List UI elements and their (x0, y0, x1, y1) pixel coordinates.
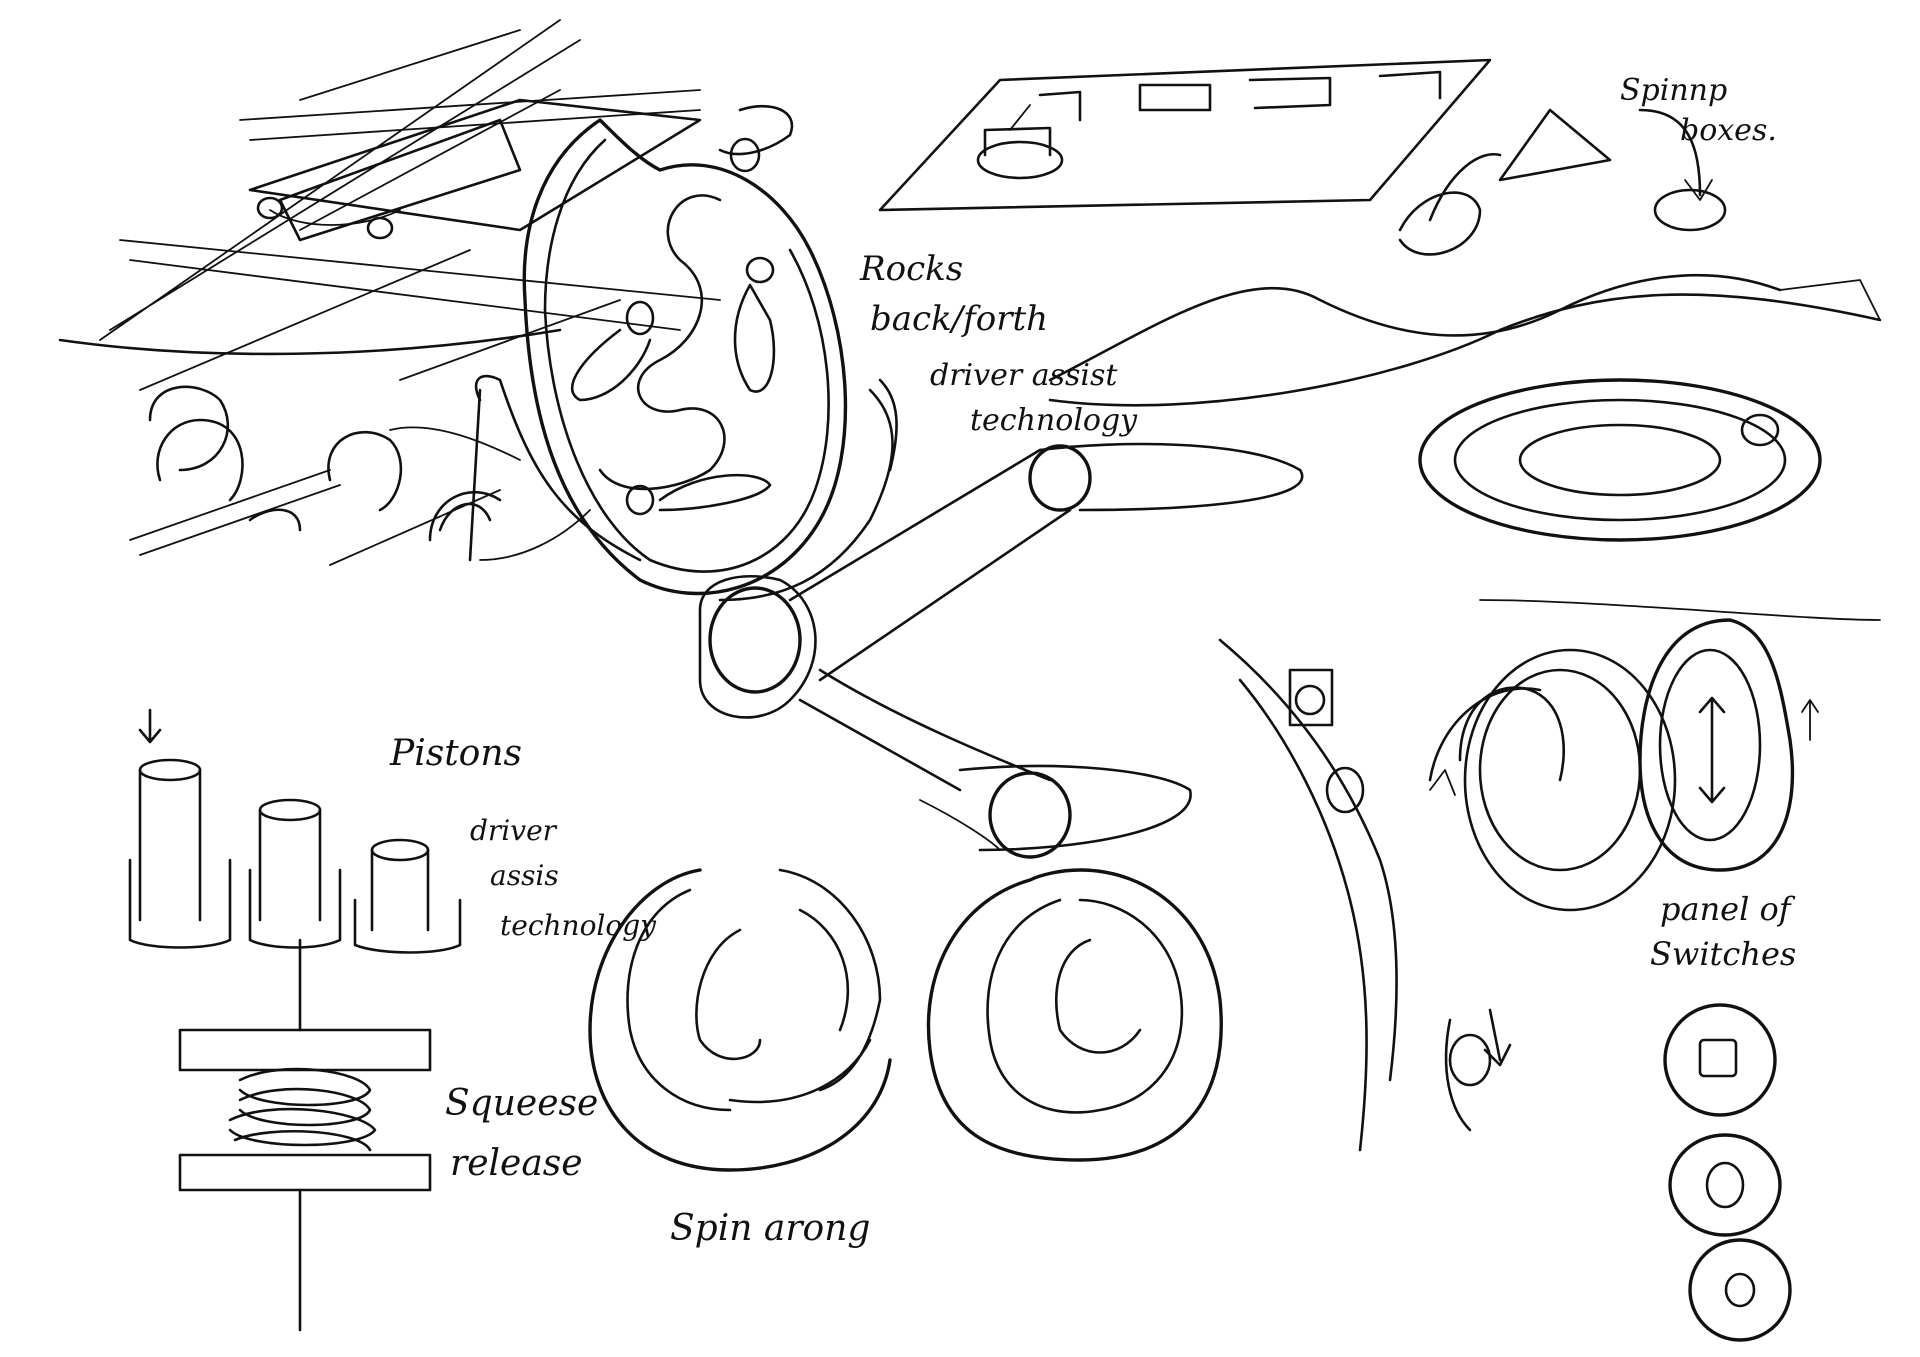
dashboard-perspective-sketch (58, 19, 721, 566)
annotation-panel-of-switches: panel of Switches (1650, 890, 1796, 973)
annotation-spinning-boxes-line2: boxes. (1680, 113, 1777, 148)
annotation-pistons: Pistons (389, 733, 522, 774)
annotation-driver-assist-lower-line1: driver (470, 814, 558, 847)
annotation-spinning-boxes: Spinnp boxes. (1620, 73, 1777, 148)
annotation-spinning-boxes-line1: Spinnp (1620, 73, 1727, 108)
annotation-rocks-line2: back/forth (870, 299, 1048, 339)
annotation-driver-assist-upper-line2: technology (970, 403, 1138, 438)
annotation-squeeze-line2: release (450, 1143, 583, 1184)
annotation-driver-assist-lower: driver assis technology (470, 814, 657, 942)
squeeze-spring-sketch (178, 1028, 432, 1332)
steering-controller-sketch (389, 104, 898, 602)
annotation-spin-around: Spin arong (670, 1208, 870, 1249)
panel-of-switches-sketch (1638, 618, 1819, 1342)
annotation-driver-assist-upper-line1: driver assist (930, 358, 1118, 393)
pistons-sketch (128, 708, 462, 1032)
annotation-squeeze-line1: Squeese (445, 1083, 598, 1124)
annotation-driver-assist-lower-line2: assis (490, 859, 559, 892)
rotary-dial-sketch (1218, 638, 1677, 1152)
annotation-rocks-back-forth: Rocks back/forth (859, 249, 1048, 339)
top-panel-sketch (878, 58, 1727, 256)
annotation-driver-assist-lower-line3: technology (500, 909, 657, 942)
spin-around-rings-sketch (588, 868, 1223, 1172)
wave-oval-sketch (1048, 273, 1882, 621)
annotation-driver-assist-upper: driver assist technology (930, 358, 1138, 438)
annotation-squeeze-release: Squeese release (445, 1083, 598, 1184)
articulated-arm-sketch (698, 442, 1304, 859)
annotation-panel-line1: panel of (1660, 890, 1796, 928)
annotation-rocks-line1: Rocks (859, 249, 963, 289)
annotation-panel-line2: Switches (1650, 935, 1796, 973)
